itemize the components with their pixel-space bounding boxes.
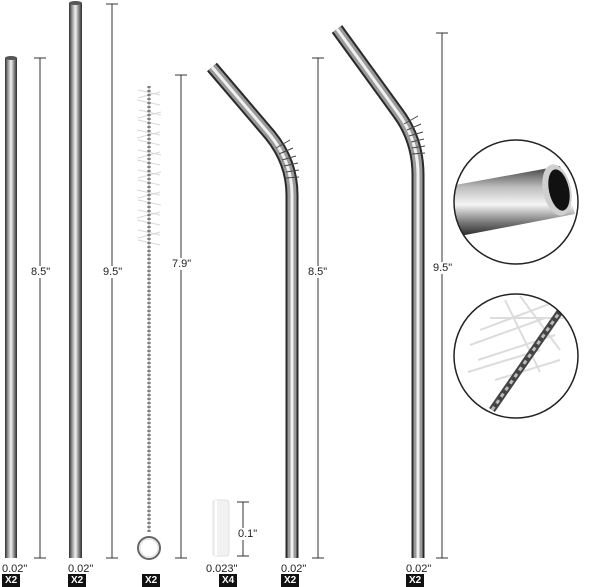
zoom-straw-opening — [453, 139, 579, 265]
straight-straw-long — [69, 1, 82, 558]
silicone-tip — [212, 499, 230, 557]
length-label-5: 8.5" — [307, 266, 329, 278]
quantity-badge-5: X2 — [281, 574, 300, 587]
length-label-6: 9.5" — [432, 262, 454, 274]
quantity-badge-6: X2 — [406, 574, 425, 587]
length-label-4: 0.1" — [237, 528, 259, 540]
diameter-label-6: 0.02" — [405, 563, 433, 575]
diameter-label-1: 0.02" — [1, 563, 29, 575]
cleaning-brush — [136, 86, 162, 560]
diameter-label-4: 0.023" — [205, 563, 239, 575]
quantity-badge-4: X4 — [219, 574, 238, 587]
quantity-badge-1: X2 — [2, 574, 21, 587]
length-label-1: 8.5" — [30, 266, 52, 278]
straight-straw-short — [5, 56, 17, 558]
bent-straw-long — [331, 25, 426, 558]
quantity-badge-2: X2 — [68, 574, 87, 587]
diameter-label-2: 0.02" — [67, 563, 95, 575]
length-label-3: 7.9" — [171, 258, 193, 270]
length-label-2: 9.5" — [102, 266, 124, 278]
bent-straw-short — [207, 62, 300, 558]
zoom-brush-detail — [453, 293, 579, 419]
quantity-badge-3: X2 — [142, 574, 161, 587]
diameter-label-5: 0.02" — [280, 563, 308, 575]
